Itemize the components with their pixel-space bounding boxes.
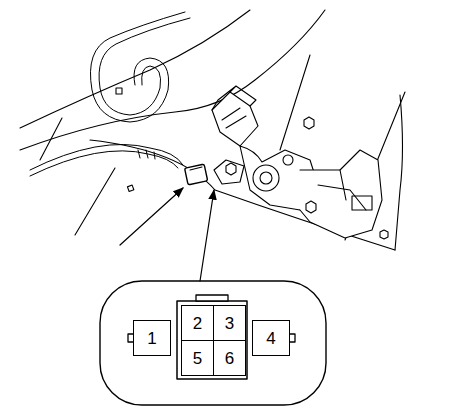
bolt <box>306 201 316 213</box>
connector-lock-tab <box>196 295 228 301</box>
panel-edge <box>395 95 403 250</box>
motor-connector <box>214 160 244 184</box>
wire-harness <box>90 12 185 122</box>
harness-connector <box>185 164 208 185</box>
pin-number: 2 <box>193 315 202 332</box>
pin-number: 3 <box>225 315 234 332</box>
harness-connector <box>190 167 202 170</box>
clip <box>127 185 133 191</box>
pin-number: 6 <box>225 350 234 367</box>
window-motor <box>212 86 256 110</box>
wire-harness <box>99 18 190 115</box>
gear <box>260 172 272 184</box>
pin-cell: 2 <box>181 305 214 341</box>
leader-line <box>75 168 115 235</box>
bolt <box>304 117 314 129</box>
pin-cell: 3 <box>213 305 246 341</box>
callout-arrow <box>200 190 214 281</box>
gear <box>283 155 293 165</box>
pin-cell: 6 <box>213 340 246 376</box>
gear <box>253 165 279 191</box>
clip <box>116 88 122 94</box>
regulator-plate <box>300 150 382 238</box>
regulator-bracket <box>352 196 372 210</box>
pin-number: 5 <box>193 350 202 367</box>
connector-housing <box>177 301 247 379</box>
panel-edge <box>20 10 325 150</box>
window-motor <box>222 108 246 128</box>
panel-edge <box>90 140 395 250</box>
wire <box>30 151 178 176</box>
bolt <box>226 163 236 175</box>
bolt <box>380 230 388 239</box>
window-motor <box>212 92 258 146</box>
wire-wrap <box>138 150 155 159</box>
pin-cell: 4 <box>252 320 290 356</box>
pin-cell: 5 <box>181 340 214 376</box>
callout-arrow <box>120 188 183 245</box>
connector-face-outline <box>100 281 326 405</box>
leader-line <box>280 55 310 150</box>
pin-number: 4 <box>266 330 275 347</box>
regulator-plate <box>318 170 366 210</box>
pin-number: 1 <box>147 330 156 347</box>
pin-cell: 1 <box>133 320 171 356</box>
